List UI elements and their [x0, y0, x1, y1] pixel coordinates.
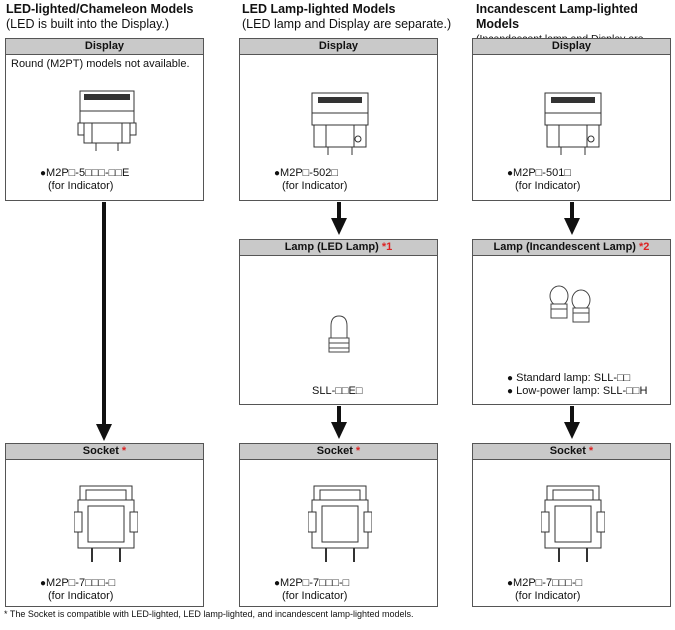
socket-panel-incandescent: Socket * ●M2P□-7□□□-□ (for Indicator) — [472, 443, 671, 607]
display-model-led-lamp: ●M2P□-502□ (for Indicator) — [274, 167, 347, 193]
bullet-dot: ● — [274, 168, 281, 179]
footnote-star: * — [588, 445, 594, 457]
panel-header: Socket * — [6, 444, 203, 460]
column-subtitle: (LED lamp and Display are separate.) — [242, 17, 452, 31]
arrow-down-icon — [331, 202, 347, 235]
display-model-incandescent: ●M2P□-501□ (for Indicator) — [507, 167, 580, 193]
display-unit-image — [544, 92, 602, 155]
model-number: M2P□-502□ — [280, 167, 338, 179]
panel-header: Lamp (Incandescent Lamp) *2 — [473, 240, 670, 256]
bullet-dot: ● — [274, 578, 281, 589]
panel-header-label: Socket — [82, 445, 119, 457]
bullet-dot: ● — [40, 168, 47, 179]
socket-image — [541, 485, 605, 562]
model-description: (for Indicator) — [48, 590, 114, 602]
display-unit-image — [77, 90, 137, 151]
model-number: M2P□-5□□□-□□E — [46, 167, 130, 179]
arrow-down-icon — [564, 406, 580, 439]
display-panel-led-lamp: Display ●M2P□-502□ (for Indicator) — [239, 38, 438, 201]
display-panel-incandescent: Display ●M2P□-501□ (for Indicator) — [472, 38, 671, 201]
panel-header-label: Socket — [549, 445, 586, 457]
model-number: M2P□-7□□□-□ — [280, 577, 350, 589]
lamp-option-text: Low-power lamp: SLL-□□H — [516, 385, 648, 397]
bullet-dot: ● — [40, 578, 47, 589]
bullet-dot: ● — [507, 373, 514, 384]
footnote-star: * — [355, 445, 361, 457]
bullet-dot: ● — [507, 386, 514, 397]
display-panel-led: Display Round (M2PT) models not availabl… — [5, 38, 204, 201]
lamp-panel-led: Lamp (LED Lamp) *1 SLL-□□E□ — [239, 239, 438, 405]
led-lamp-model: SLL-□□E□ — [312, 385, 363, 397]
panel-header: Socket * — [240, 444, 437, 460]
model-description: (for Indicator) — [282, 590, 348, 602]
footnote-ref: *1 — [381, 241, 393, 253]
panel-header: Lamp (LED Lamp) *1 — [240, 240, 437, 256]
display-unit-image — [311, 92, 369, 155]
panel-header: Display — [473, 39, 670, 55]
arrow-down-icon — [564, 202, 580, 235]
model-description: (for Indicator) — [515, 590, 581, 602]
panel-header-label: Socket — [316, 445, 353, 457]
footnote-star: * — [121, 445, 127, 457]
socket-model-led: ●M2P□-7□□□-□ (for Indicator) — [40, 577, 115, 603]
lamp-option-text: Standard lamp: SLL-□□ — [516, 372, 631, 384]
footnote: * The Socket is compatible with LED-ligh… — [4, 609, 414, 619]
arrow-down-icon — [96, 202, 112, 441]
bullet-dot: ● — [507, 578, 514, 589]
bullet-dot: ● — [507, 168, 514, 179]
panel-header: Display — [240, 39, 437, 55]
model-description: (for Indicator) — [515, 180, 581, 192]
socket-panel-led: Socket * ●M2P□-7□□□-□ (for Indicator) — [5, 443, 204, 607]
model-description: (for Indicator) — [48, 180, 114, 192]
display-note: Round (M2PT) models not available. — [11, 58, 190, 70]
column-title-led-lamp: LED Lamp-lighted Models (LED lamp and Di… — [242, 2, 451, 32]
lamp-option: ● Standard lamp: SLL-□□ — [507, 372, 647, 385]
column-title-led: LED-lighted/Chameleon Models (LED is bui… — [6, 2, 194, 32]
model-number: M2P□-7□□□-□ — [46, 577, 116, 589]
led-lamp-image — [328, 315, 350, 353]
model-number: M2P□-7□□□-□ — [513, 577, 583, 589]
socket-model-led-lamp: ●M2P□-7□□□-□ (for Indicator) — [274, 577, 349, 603]
model-number: M2P□-501□ — [513, 167, 571, 179]
column-title: LED Lamp-lighted Models — [242, 2, 396, 16]
socket-model-incandescent: ●M2P□-7□□□-□ (for Indicator) — [507, 577, 582, 603]
column-title: LED-lighted/Chameleon Models — [6, 2, 194, 16]
socket-panel-led-lamp: Socket * ●M2P□-7□□□-□ (for Indicator) — [239, 443, 438, 607]
panel-header-label: Lamp (Incandescent Lamp) — [493, 241, 636, 253]
socket-image — [308, 485, 372, 562]
display-model-led: ●M2P□-5□□□-□□E (for Indicator) — [40, 167, 129, 193]
column-subtitle: (LED is built into the Display.) — [6, 17, 170, 31]
column-title: Incandescent Lamp-lighted Models — [476, 2, 638, 31]
lamp-option: ● Low-power lamp: SLL-□□H — [507, 385, 647, 398]
socket-image — [74, 485, 138, 562]
lamp-panel-incandescent: Lamp (Incandescent Lamp) *2 ● Standard l… — [472, 239, 671, 405]
model-description: (for Indicator) — [282, 180, 348, 192]
panel-header-label: Lamp (LED Lamp) — [284, 241, 379, 253]
arrow-down-icon — [331, 406, 347, 439]
lamp-option-list: ● Standard lamp: SLL-□□ ● Low-power lamp… — [507, 372, 647, 398]
footnote-ref: *2 — [639, 241, 650, 253]
panel-header: Display — [6, 39, 203, 55]
incandescent-lamp-image — [549, 285, 591, 323]
panel-header: Socket * — [473, 444, 670, 460]
